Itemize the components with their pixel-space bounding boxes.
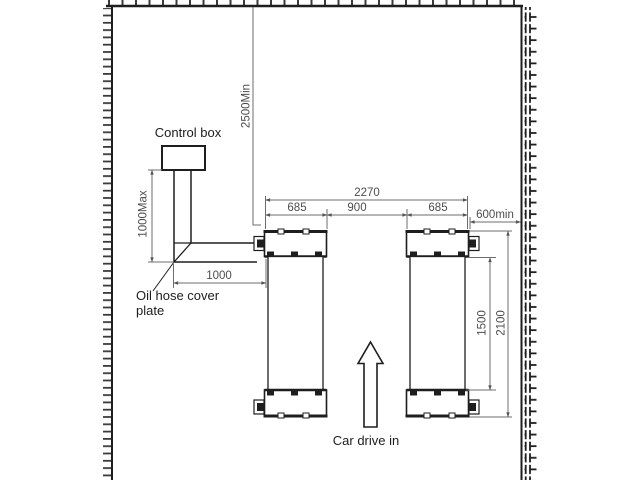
oil-hose-duct [173,170,257,263]
hose-connector-bottom-left [253,399,265,415]
car-drive-in-label: Car drive in [332,433,400,448]
left-wall [103,5,113,480]
top-wall [106,0,523,8]
car-drive-arrow-icon [356,340,385,428]
dim-685-left-text: 685 [287,202,307,214]
right-post [405,228,480,419]
hose-connector-top-left [253,235,265,252]
right-wall [520,5,537,480]
oil-hose-cover-plate-label: Oil hose cover plate [136,288,220,318]
oil-hose-leader-line [152,261,175,292]
dim-2500-text: 2500Min [240,83,253,129]
dim-2100-text: 2100 [495,310,508,336]
dimension-lines [148,7,521,418]
dim-685-right-text: 685 [428,202,448,214]
dim-1500-text: 1500 [476,310,489,336]
dim-600min-text: 600min [476,209,514,221]
hose-connector-top-right [468,235,480,252]
dim-1000max-text: 1000Max [137,190,150,238]
hose-connector-bottom-right [468,399,480,415]
dim-900-text: 900 [347,202,367,214]
control-box [161,145,206,171]
left-post [253,228,328,419]
dim-1000-text: 1000 [206,270,232,282]
control-box-label: Control box [154,125,222,140]
dim-2500-line [252,7,261,226]
dim-2270-text: 2270 [354,187,380,199]
